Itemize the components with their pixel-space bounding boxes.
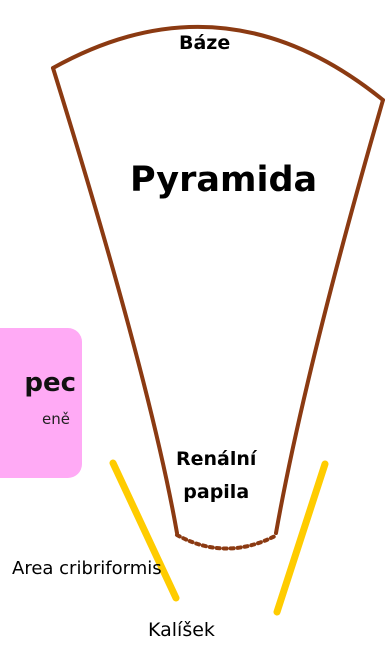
- calyx-right-line: [273, 460, 329, 616]
- side-callout-box: pec eně: [0, 328, 82, 478]
- pyramid-right-side: [274, 98, 385, 535]
- side-callout-subtitle: eně: [42, 410, 70, 428]
- renal-papilla-label-line1: Renální: [176, 448, 257, 470]
- side-callout-title: pec: [24, 368, 76, 398]
- calyx-label: Kalíšek: [148, 619, 215, 641]
- renal-papilla-label-line2: papila: [183, 481, 250, 503]
- pyramid-base-arc: [51, 24, 385, 102]
- calyx-left-line: [109, 459, 180, 602]
- area-cribriformis-dotted-line: [175, 533, 279, 551]
- pyramid-left-side: [51, 66, 179, 535]
- base-label: Báze: [179, 32, 231, 54]
- area-cribriformis-label: Area cribriformis: [12, 558, 162, 579]
- pyramid-label: Pyramida: [130, 160, 318, 200]
- renal-papilla-label: Renální papila: [176, 443, 256, 509]
